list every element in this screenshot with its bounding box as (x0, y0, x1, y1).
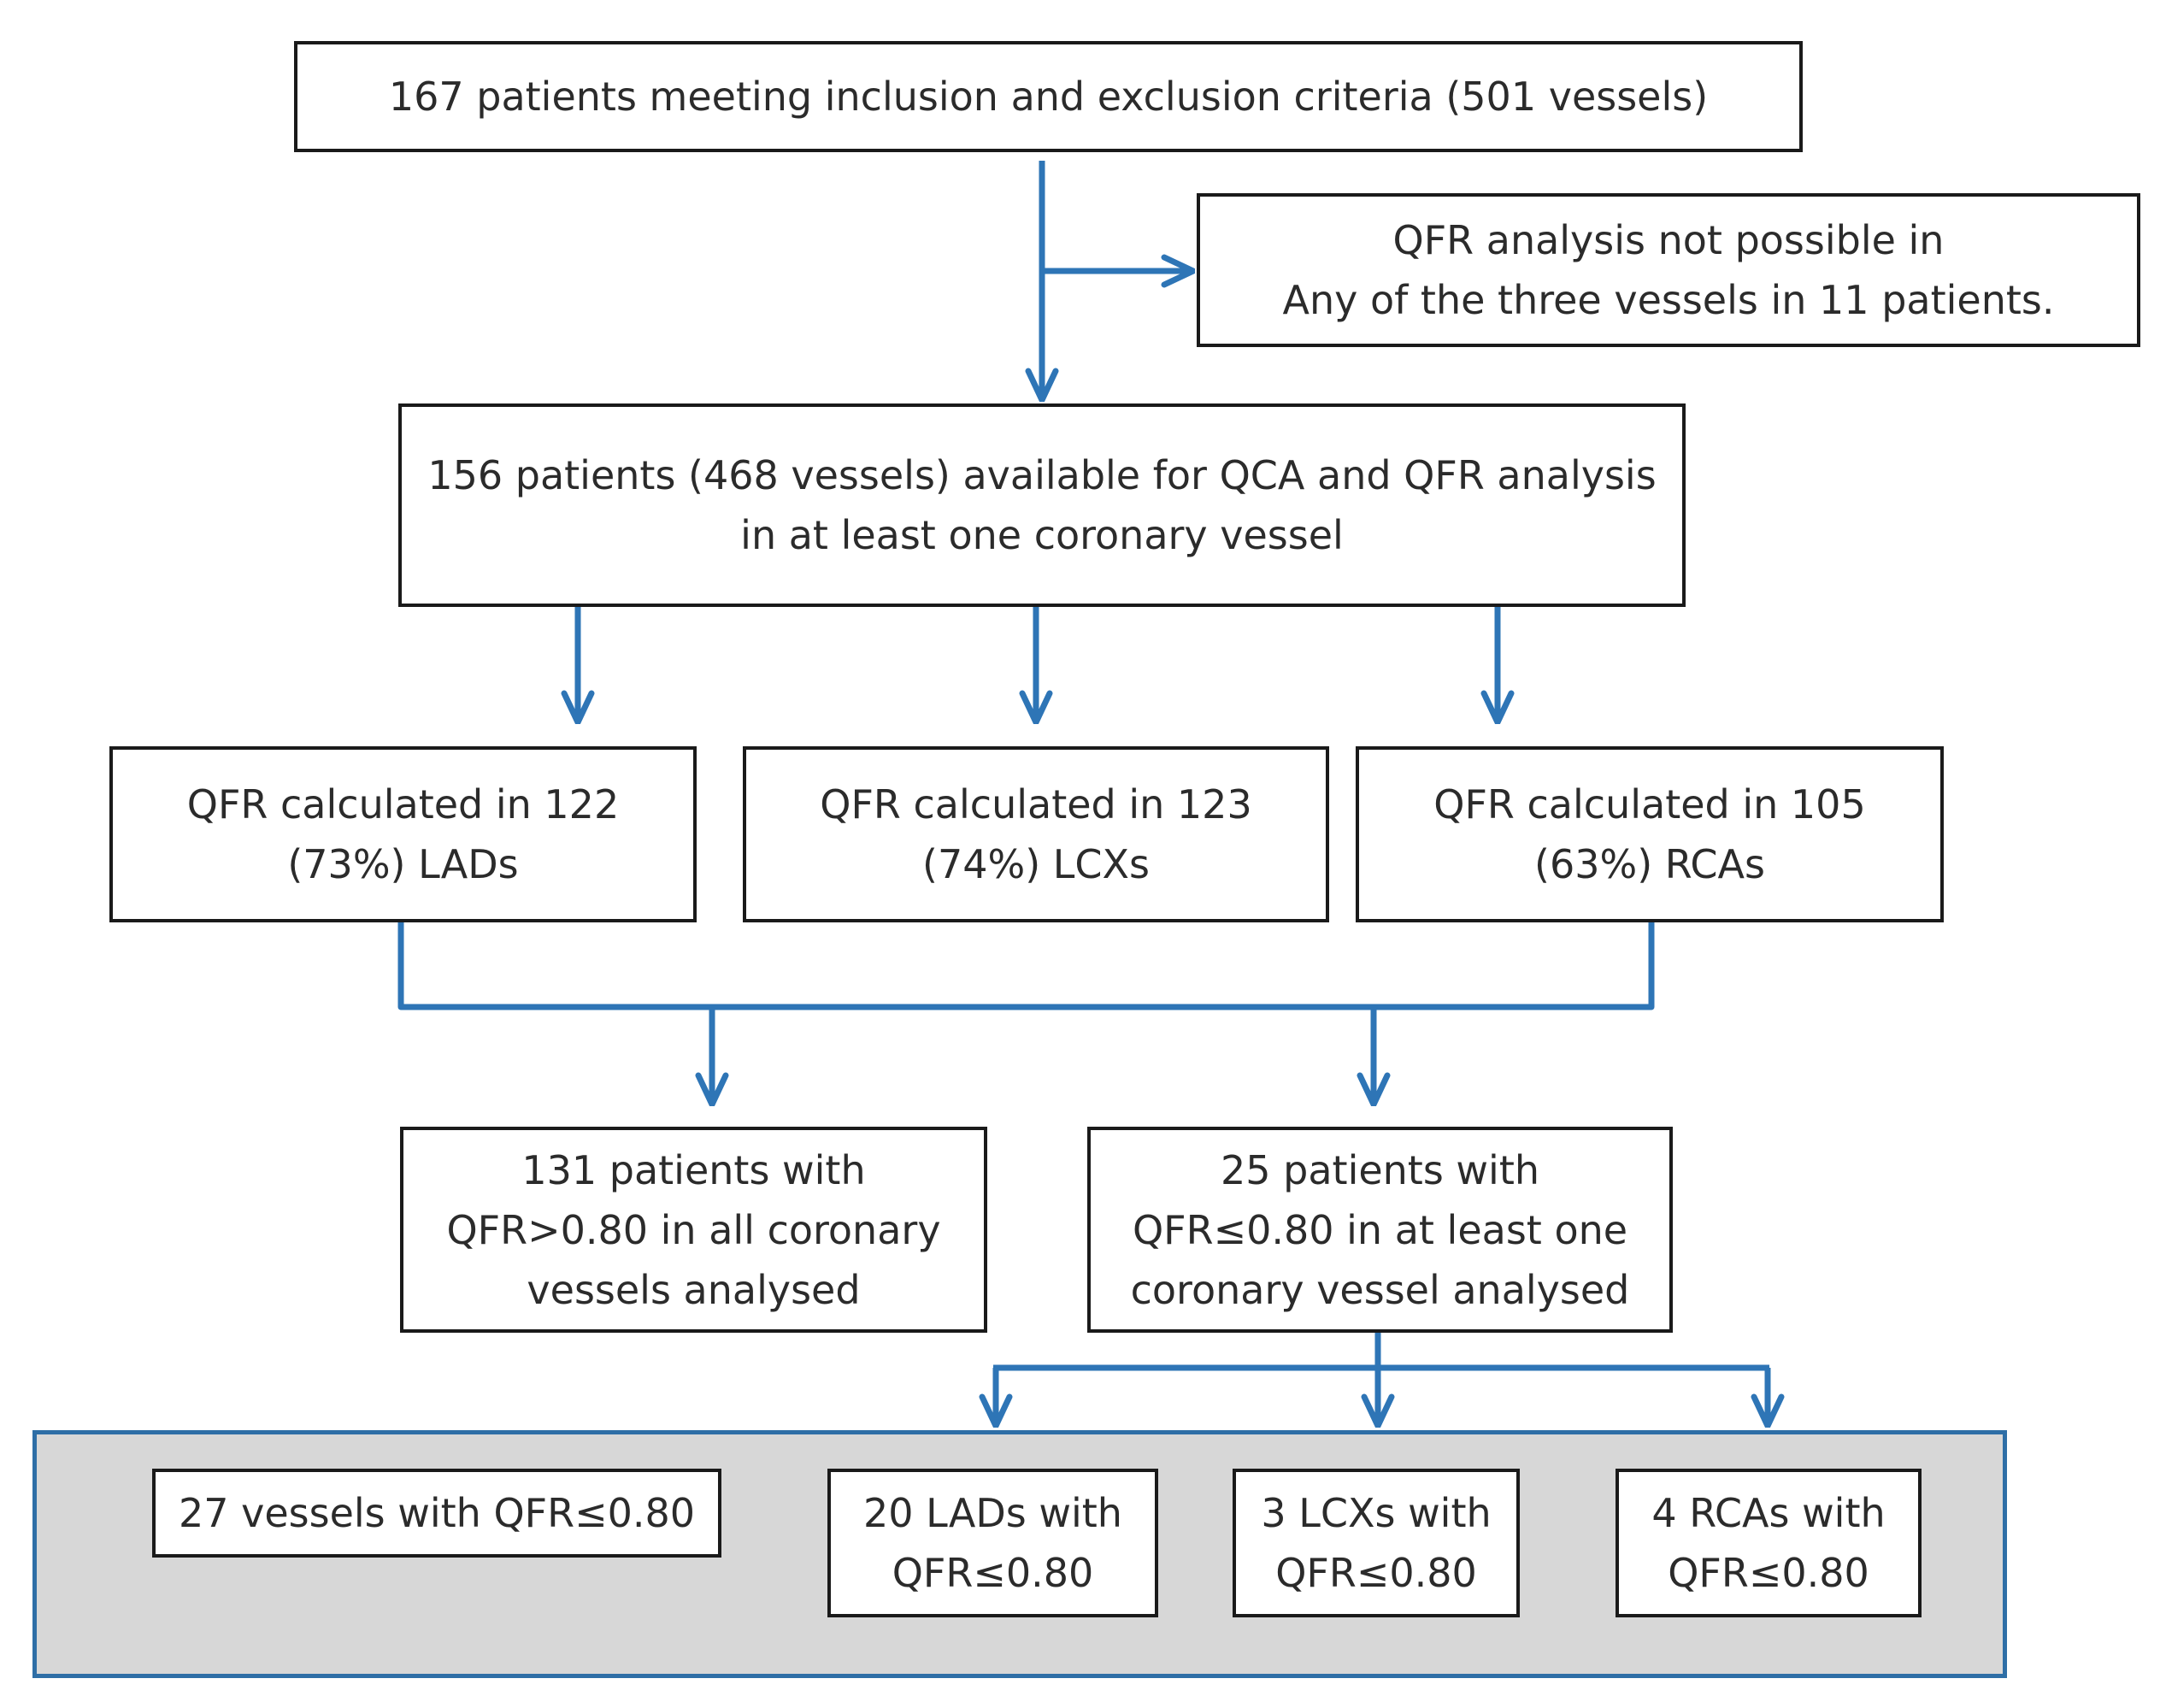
start-box-text: 167 patients meeting inclusion and exclu… (388, 74, 1709, 120)
lad-calculated-text: QFR calculated in 122(73%) LADs (186, 781, 620, 887)
lcx-calculated-text: QFR calculated in 123(74%) LCXs (820, 781, 1252, 887)
rca-calculated-box: QFR calculated in 105(63%) RCAs (1356, 746, 1944, 922)
vessels-total-box: 27 vessels with QFR≤0.80 (152, 1469, 721, 1558)
lad-calculated-box: QFR calculated in 122(73%) LADs (109, 746, 697, 922)
start-box: 167 patients meeting inclusion and exclu… (294, 41, 1803, 152)
lcx-calculated-box: QFR calculated in 123(74%) LCXs (743, 746, 1329, 922)
available-box: 156 patients (468 vessels) available for… (398, 403, 1686, 607)
vessels-total-text: 27 vessels with QFR≤0.80 (178, 1490, 696, 1536)
rca-calculated-text: QFR calculated in 105(63%) RCAs (1433, 781, 1866, 887)
merge-connector (397, 921, 1655, 1010)
available-box-text: 156 patients (468 vessels) available for… (427, 452, 1657, 558)
